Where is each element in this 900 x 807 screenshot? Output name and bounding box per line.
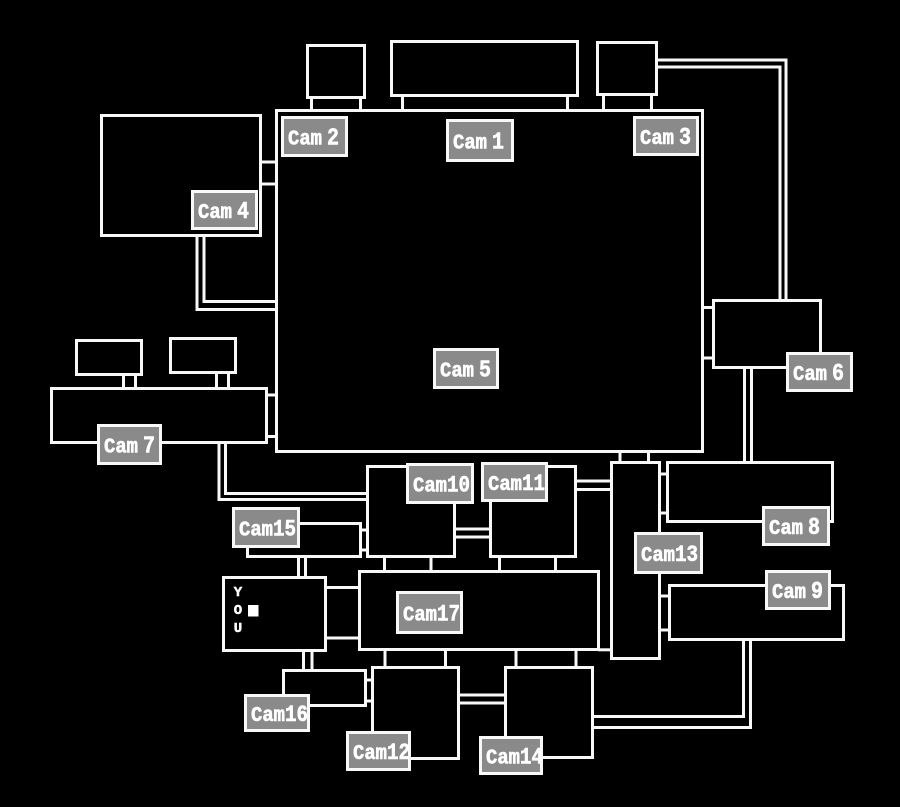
svg-text:2: 2 <box>327 126 339 153</box>
svg-text:8: 8 <box>808 515 820 542</box>
svg-text:4: 4 <box>237 199 249 226</box>
svg-text:Y: Y <box>234 585 243 601</box>
svg-text:Cam: Cam <box>772 582 806 605</box>
svg-text:Cam: Cam <box>251 705 285 728</box>
svg-text:17: 17 <box>437 602 460 628</box>
svg-text:Cam: Cam <box>453 133 487 156</box>
svg-text:Cam: Cam <box>104 437 138 460</box>
svg-text:13: 13 <box>675 542 698 568</box>
svg-text:10: 10 <box>447 473 470 499</box>
svg-text:Cam: Cam <box>413 476 447 499</box>
svg-text:1: 1 <box>492 130 504 157</box>
svg-text:12: 12 <box>387 740 410 766</box>
svg-text:Cam: Cam <box>288 129 322 152</box>
svg-text:6: 6 <box>832 361 844 388</box>
svg-text:Cam: Cam <box>440 361 474 384</box>
svg-text:11: 11 <box>522 471 545 497</box>
svg-text:Cam: Cam <box>793 364 827 387</box>
svg-text:Cam: Cam <box>769 518 803 541</box>
svg-text:16: 16 <box>285 702 308 728</box>
svg-text:14: 14 <box>520 745 543 771</box>
svg-text:Cam: Cam <box>488 474 522 497</box>
svg-text:3: 3 <box>679 125 691 152</box>
svg-text:7: 7 <box>143 434 155 461</box>
svg-text:Cam: Cam <box>198 202 232 225</box>
svg-text:Cam: Cam <box>641 545 675 568</box>
svg-text:O: O <box>234 603 242 619</box>
svg-text:U: U <box>234 621 242 637</box>
svg-text:5: 5 <box>479 358 491 385</box>
svg-text:15: 15 <box>273 517 296 543</box>
svg-text:Cam: Cam <box>403 605 437 628</box>
svg-text:Cam: Cam <box>239 520 273 543</box>
svg-text:9: 9 <box>811 579 823 606</box>
svg-text:Cam: Cam <box>353 743 387 766</box>
svg-text:Cam: Cam <box>486 748 520 771</box>
svg-text:Cam: Cam <box>640 128 674 151</box>
